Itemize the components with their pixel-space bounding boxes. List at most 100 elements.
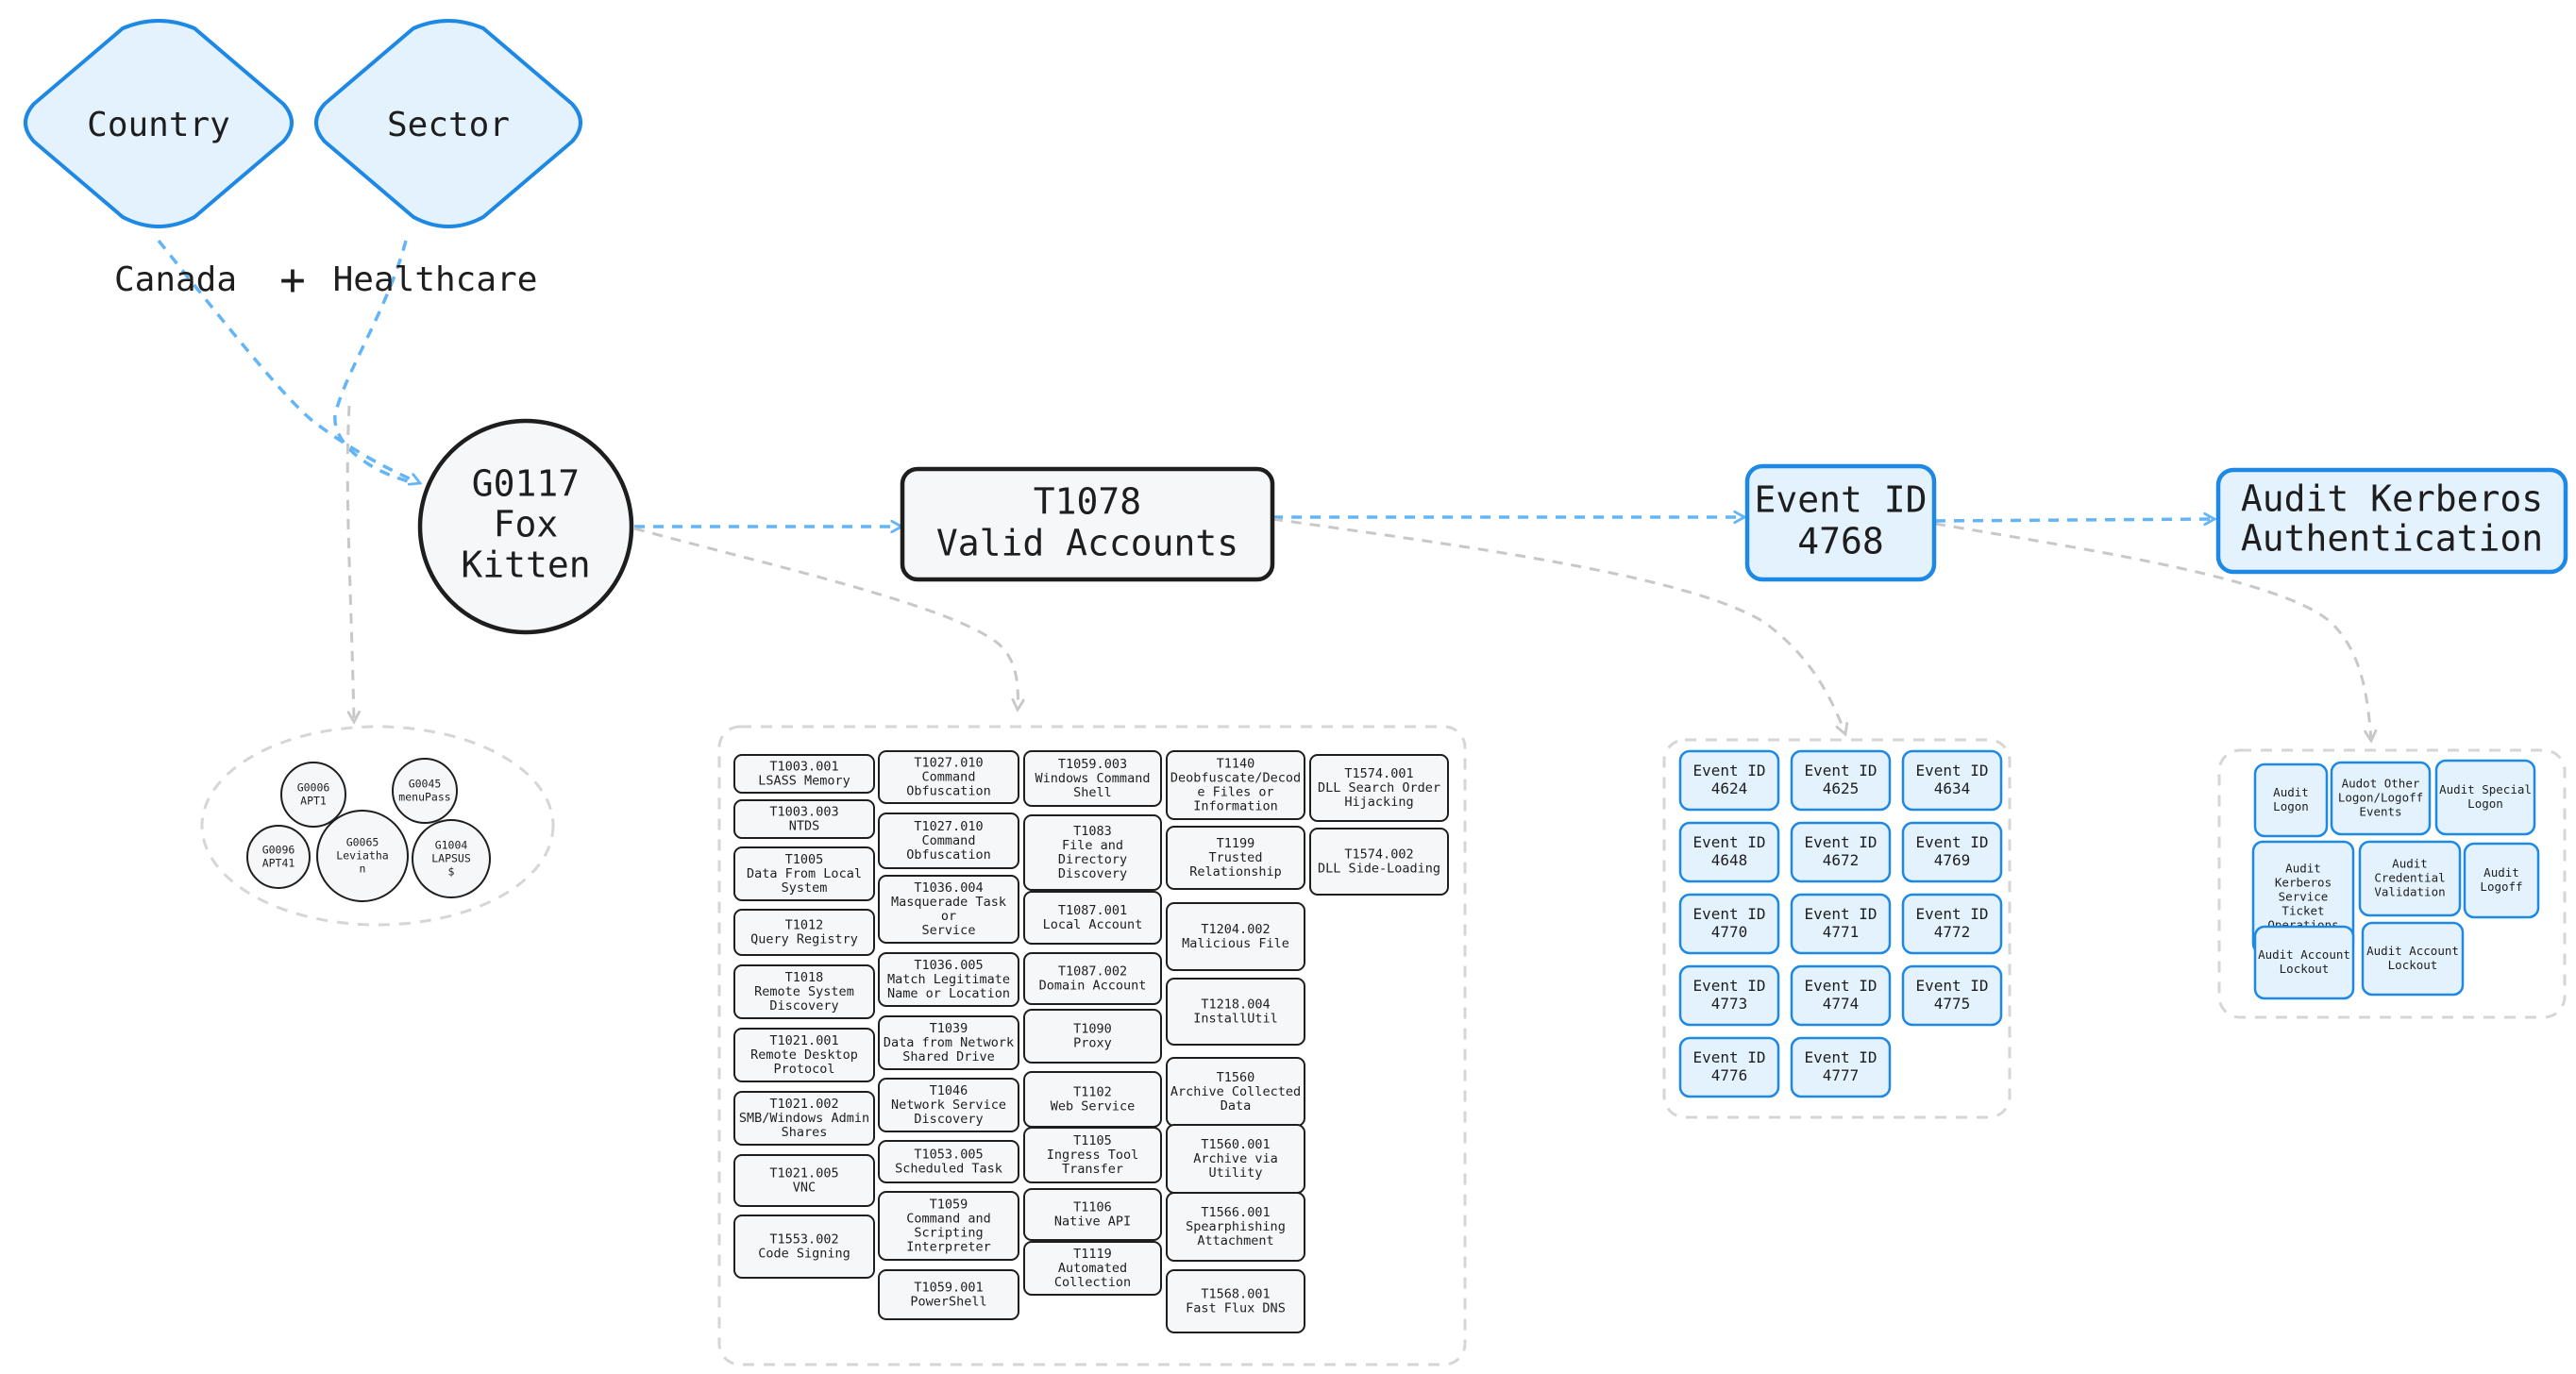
events-grid-container xyxy=(1662,738,2012,1119)
connector-group-to-techniques-grid xyxy=(633,527,1018,710)
sector-filter-label: Sector xyxy=(387,106,510,144)
connector-event-to-audits-grid xyxy=(1934,522,2371,741)
connector-sector-to-group xyxy=(333,240,416,485)
sector-filter-node[interactable]: Sector xyxy=(314,19,582,228)
country-filter-node[interactable]: Country xyxy=(24,19,294,228)
sector-value: Healthcare xyxy=(333,260,538,299)
